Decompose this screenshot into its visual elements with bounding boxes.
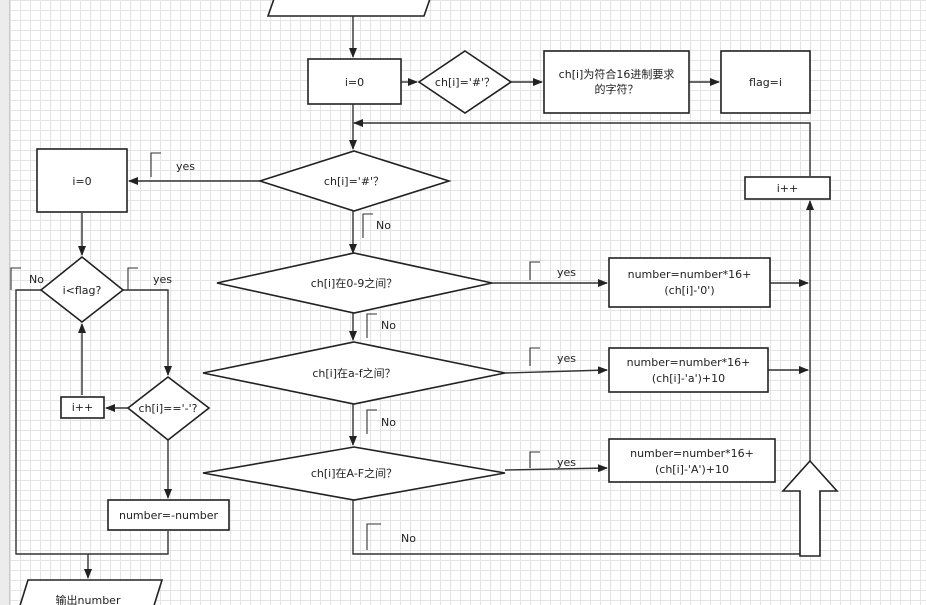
bracket-flag-no — [10, 267, 21, 290]
label-lower-no: No — [381, 416, 396, 429]
node-negate[interactable]: number=-number — [107, 499, 230, 531]
label-upper-yes: yes — [557, 456, 576, 469]
edge-labels: yes No No yes yes No yes No yes No — [29, 160, 576, 545]
edge-upper-no — [352, 500, 808, 555]
bracket-hash-no — [362, 213, 373, 238]
node-check-hash-top[interactable]: ch[i]='#'？ — [417, 50, 513, 114]
label-digit-yes: yes — [557, 266, 576, 279]
bracket-lower-no — [366, 409, 377, 434]
node-init-i-left[interactable]: i=0 — [36, 148, 128, 213]
bracket-upper-yes — [529, 451, 540, 468]
node-check-hash-top-label: ch[i]='#'？ — [435, 76, 495, 89]
canvas-left-gutter — [0, 0, 10, 605]
node-digit-formula-label-1: number=number*16+ — [628, 268, 752, 281]
edge-negate-join — [88, 531, 169, 555]
node-check-hex-char[interactable]: ch[i]为符合16进制要求 的字符？ — [543, 50, 690, 114]
label-digit-no: No — [381, 319, 396, 332]
label-hash-yes: yes — [176, 160, 195, 173]
node-negate-label: number=-number — [119, 509, 219, 522]
node-upper-formula[interactable]: number=number*16+ (ch[i]-'A')+10 — [608, 438, 776, 483]
node-check-minus[interactable]: ch[i]=='-'? — [126, 375, 211, 442]
node-init-i-top-label: i=0 — [345, 76, 364, 89]
node-check-flag[interactable]: i<flag? — [39, 255, 125, 324]
bracket-flag-yes — [127, 267, 138, 290]
node-check-minus-label: ch[i]=='-'? — [139, 402, 198, 415]
node-check-lower[interactable]: ch[i]在a-f之间？ — [202, 341, 506, 405]
node-set-flag-label: flag=i — [749, 76, 782, 89]
node-check-upper-label: ch[i]在A-F之间？ — [311, 466, 397, 480]
edge-flag-yes-to-minus — [123, 289, 172, 376]
node-lower-formula-label-1: number=number*16+ — [627, 356, 751, 369]
node-lower-formula[interactable]: number=number*16+ (ch[i]-'a')+10 — [608, 347, 769, 393]
node-check-hex-char-label-2: 的字符？ — [595, 82, 639, 96]
node-digit-formula-label-2: (ch[i]-'0') — [664, 284, 714, 297]
edge-lower-yes — [504, 366, 608, 375]
bracket-upper-no — [366, 523, 381, 550]
label-lower-yes: yes — [557, 352, 576, 365]
node-output[interactable]: 输出number — [18, 579, 164, 605]
edges — [15, 16, 814, 579]
node-upper-formula-label-1: number=number*16+ — [630, 447, 754, 460]
node-increment-right-label: i++ — [777, 182, 799, 195]
edge-flag-no-to-output — [15, 289, 92, 579]
node-increment-right[interactable]: i++ — [744, 176, 831, 200]
label-brackets — [10, 152, 540, 550]
node-init-i-top[interactable]: i=0 — [307, 58, 402, 105]
node-input-parallelogram[interactable] — [266, 0, 431, 17]
node-increment-left-label: i++ — [72, 401, 94, 414]
label-hash-no: No — [376, 219, 391, 232]
label-flag-no: No — [29, 273, 44, 286]
label-upper-no: No — [401, 532, 416, 545]
node-set-flag[interactable]: flag=i — [720, 50, 811, 114]
node-check-lower-label: ch[i]在a-f之间？ — [312, 366, 395, 380]
node-digit-formula[interactable]: number=number*16+ (ch[i]-'0') — [608, 257, 771, 308]
node-init-i-left-label: i=0 — [72, 175, 91, 188]
node-check-hash-main[interactable]: ch[i]='#'？ — [257, 150, 452, 212]
node-check-hash-main-label: ch[i]='#'？ — [324, 175, 384, 188]
bracket-lower-yes — [529, 347, 540, 366]
node-up-arrow-connector — [781, 459, 839, 557]
node-check-hex-char-label-1: ch[i]为符合16进制要求 — [559, 67, 675, 81]
node-check-digit[interactable]: ch[i]在0-9之间？ — [216, 252, 493, 314]
node-check-upper[interactable]: ch[i]在A-F之间？ — [202, 446, 506, 501]
node-lower-formula-label-2: (ch[i]-'a')+10 — [652, 372, 725, 385]
bracket-hash-yes — [150, 152, 161, 177]
node-check-flag-label: i<flag? — [63, 284, 102, 297]
node-check-digit-label: ch[i]在0-9之间？ — [311, 276, 398, 290]
edge-loop-back — [353, 119, 811, 176]
node-increment-left[interactable]: i++ — [60, 396, 105, 419]
node-upper-formula-label-2: (ch[i]-'A')+10 — [655, 463, 729, 476]
edge-upper-yes — [504, 464, 608, 473]
bracket-digit-no — [366, 313, 377, 338]
label-flag-yes: yes — [153, 273, 172, 286]
bracket-digit-yes — [529, 261, 540, 280]
node-output-label: 输出number — [56, 593, 121, 605]
